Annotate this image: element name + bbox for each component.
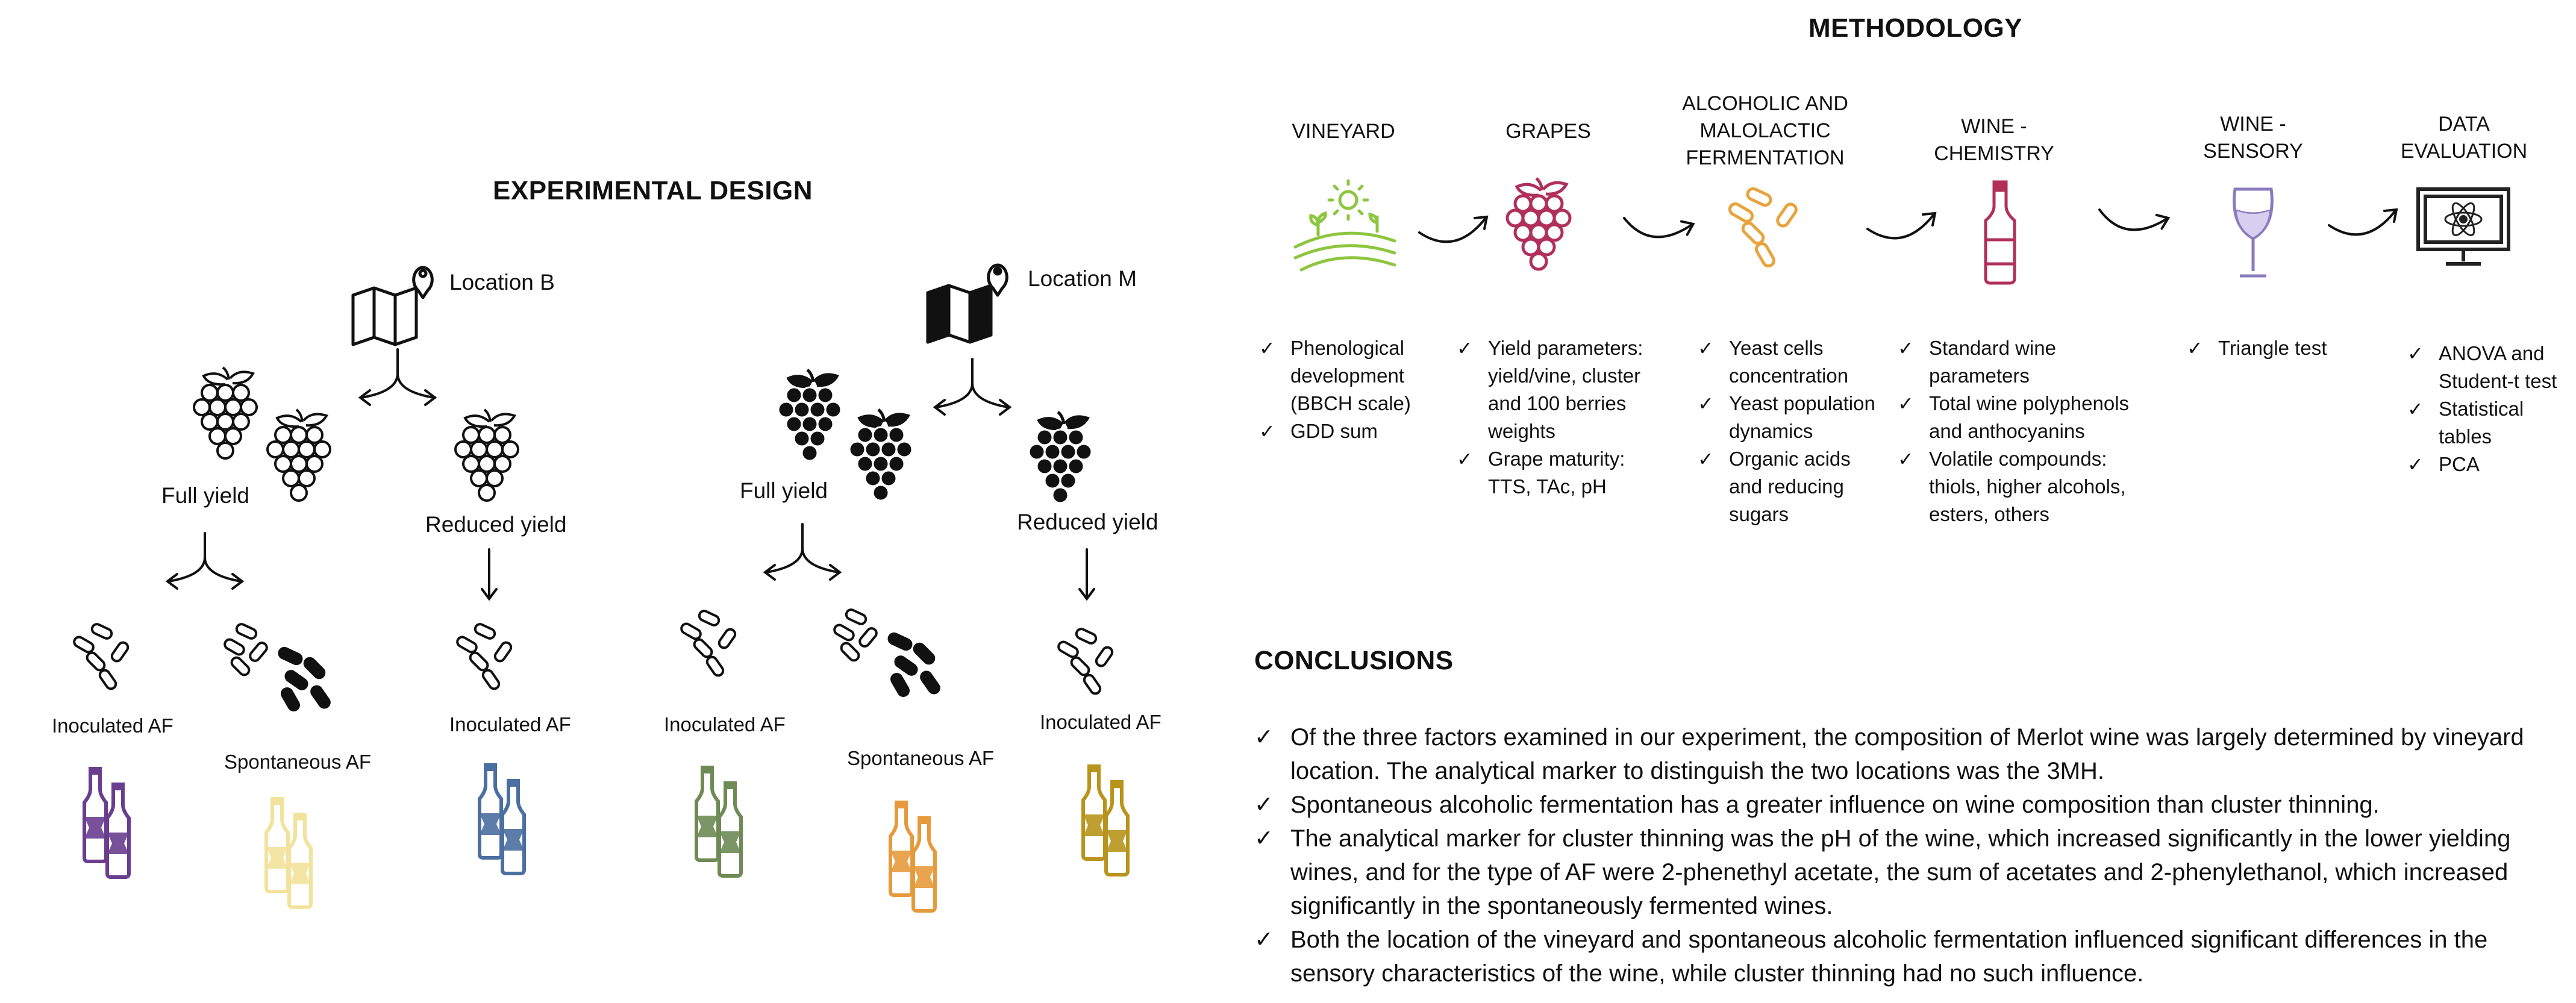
reduced-yield-label-b: Reduced yield bbox=[425, 512, 567, 537]
map-icon-location-b bbox=[353, 265, 437, 343]
wine-bottles-m-full-spontaneous bbox=[890, 802, 945, 917]
inoculated-af-label: Inoculated AF bbox=[664, 713, 786, 736]
curve-arrow bbox=[2328, 208, 2398, 236]
grape-outline-icon bbox=[193, 366, 258, 460]
down-arrow-b-reduced bbox=[481, 548, 498, 600]
experimental-design-title: EXPERIMENTAL DESIGN bbox=[493, 176, 813, 205]
list-item: ANOVA and Student-t test bbox=[2407, 340, 2576, 395]
grape-filled-icon bbox=[783, 370, 849, 466]
yeast-inoculated-icon bbox=[678, 608, 739, 679]
list-item: Triangle test bbox=[2187, 334, 2343, 362]
grapes-items: Yield parameters: yield/vine, cluster an… bbox=[1457, 334, 1655, 501]
list-item: Organic acids and reducing sugars bbox=[1698, 445, 1878, 528]
step-label-grapes: GRAPES bbox=[1505, 120, 1591, 143]
step-label-vineyard: VINEYARD bbox=[1292, 120, 1395, 143]
grape-outline-icon bbox=[454, 408, 519, 502]
curve-arrow bbox=[2095, 193, 2170, 243]
wine-glass-icon bbox=[2233, 187, 2274, 278]
full-yield-label-m: Full yield bbox=[740, 478, 828, 503]
list-item: Statistical tables bbox=[2407, 395, 2576, 451]
wine-chemistry-items: Standard wine parameters Total wine poly… bbox=[1898, 334, 2157, 528]
grape-filled-icon bbox=[854, 410, 921, 506]
conclusion-item: Of the three factors examined in our exp… bbox=[1254, 720, 2562, 788]
list-item: Total wine polyphenols and anthocyanins bbox=[1898, 390, 2157, 445]
wine-bottles-b-full-spontaneous bbox=[266, 799, 320, 913]
list-item: Yeast cells concentration bbox=[1698, 334, 1878, 390]
step-label-wine-chemistry: WINE - CHEMISTRY bbox=[1934, 115, 2054, 165]
conclusions-title: CONCLUSIONS bbox=[1254, 646, 1454, 675]
reduced-yield-label-m: Reduced yield bbox=[1017, 510, 1158, 534]
yeast-icon bbox=[1728, 187, 1798, 268]
vineyard-items: Phenological development (BBCH scale) GD… bbox=[1259, 334, 1440, 445]
list-item: PCA bbox=[2407, 451, 2576, 478]
fork-arrow-b-full bbox=[166, 532, 243, 590]
conclusion-item: The analytical marker for cluster thinni… bbox=[1254, 822, 2562, 923]
fork-arrow-m-full bbox=[764, 523, 841, 581]
location-m-label: Location M bbox=[1028, 266, 1137, 291]
fork-arrow-b bbox=[359, 348, 436, 406]
conclusion-item: Both the location of the vineyard and sp… bbox=[1254, 923, 2562, 990]
conclusions-list: Of the three factors examined in our exp… bbox=[1254, 720, 2562, 990]
location-b-label: Location B bbox=[449, 270, 555, 295]
curve-arrow bbox=[1620, 202, 1695, 249]
step-label-wine-sensory: WINE - SENSORY bbox=[2203, 113, 2303, 163]
map-icon-location-m bbox=[928, 263, 1012, 341]
yeast-inoculated-icon bbox=[1055, 626, 1116, 697]
computer-icon bbox=[2416, 187, 2510, 266]
wine-bottles-b-full-inoculated bbox=[84, 769, 139, 883]
grapes-icon bbox=[1505, 177, 1572, 271]
curve-arrow bbox=[1418, 216, 1488, 243]
wine-bottles-b-reduced-inoculated bbox=[480, 765, 534, 880]
list-item: Phenological development (BBCH scale) bbox=[1259, 334, 1440, 417]
conclusion-item: Spontaneous alcoholic fermentation has a… bbox=[1254, 788, 2562, 822]
list-item: Grape maturity: TTS, TAc, pH bbox=[1457, 445, 1655, 501]
yeast-inoculated-icon bbox=[454, 621, 514, 692]
vineyard-icon bbox=[1293, 179, 1396, 272]
step-label-fermentation: ALCOHOLIC AND MALOLACTIC FERMENTATION bbox=[1682, 92, 1848, 169]
wine-bottles-m-reduced-inoculated bbox=[1083, 766, 1137, 881]
fermentation-items: Yeast cells concentration Yeast populati… bbox=[1698, 334, 1878, 528]
inoculated-af-label: Inoculated AF bbox=[1040, 711, 1161, 733]
fork-arrow-m bbox=[934, 358, 1011, 416]
methodology-title: METHODOLOGY bbox=[1809, 13, 2023, 43]
yeast-spontaneous-icon bbox=[831, 607, 943, 699]
spontaneous-af-label: Spontaneous AF bbox=[847, 747, 995, 769]
inoculated-af-label: Inoculated AF bbox=[52, 714, 174, 737]
yeast-spontaneous-icon bbox=[222, 621, 333, 714]
spontaneous-af-label: Spontaneous AF bbox=[224, 751, 372, 773]
grape-outline-icon bbox=[266, 408, 331, 502]
grape-filled-icon bbox=[1034, 412, 1100, 508]
list-item: Yield parameters: yield/vine, cluster an… bbox=[1457, 334, 1655, 445]
down-arrow-m-reduced bbox=[1078, 548, 1095, 600]
wine-bottles-m-full-inoculated bbox=[696, 767, 751, 882]
list-item: GDD sum bbox=[1259, 417, 1440, 445]
list-item: Standard wine parameters bbox=[1898, 334, 2157, 390]
wine-bottle-icon bbox=[1984, 180, 2016, 285]
inoculated-af-label: Inoculated AF bbox=[449, 713, 571, 736]
yeast-inoculated-icon bbox=[71, 621, 131, 692]
curve-arrow bbox=[1866, 212, 1936, 240]
data-evaluation-items: ANOVA and Student-t test Statistical tab… bbox=[2407, 340, 2576, 478]
step-label-data-evaluation: DATA EVALUATION bbox=[2400, 113, 2528, 163]
list-item: Volatile compounds: thiols, higher alcoh… bbox=[1898, 445, 2157, 528]
full-yield-label-b: Full yield bbox=[161, 483, 249, 508]
wine-sensory-items: Triangle test bbox=[2187, 334, 2343, 362]
list-item: Yeast population dynamics bbox=[1698, 390, 1878, 445]
